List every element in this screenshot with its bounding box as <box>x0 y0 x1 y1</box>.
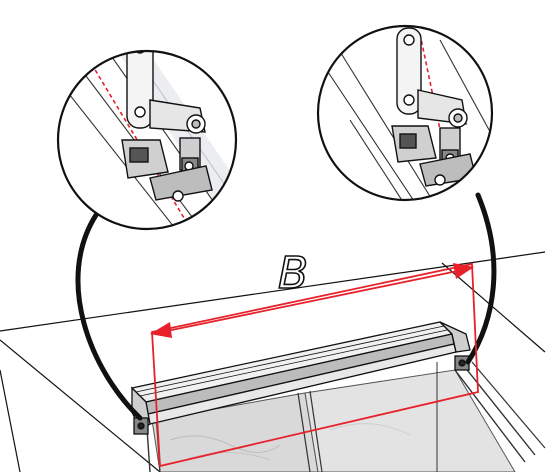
dimension-arrowhead-left <box>150 322 172 338</box>
rail-profile <box>130 321 471 435</box>
leader-arc-right <box>465 192 497 365</box>
dimension-arrowhead-right <box>453 263 474 279</box>
magnifier-detail-right <box>316 24 494 202</box>
dimension-arrow <box>151 262 479 468</box>
hinge-bracket <box>121 51 213 202</box>
leader-arc-left <box>75 212 143 421</box>
magnifier-detail-left <box>56 49 238 231</box>
dimension-label: B <box>278 248 308 299</box>
